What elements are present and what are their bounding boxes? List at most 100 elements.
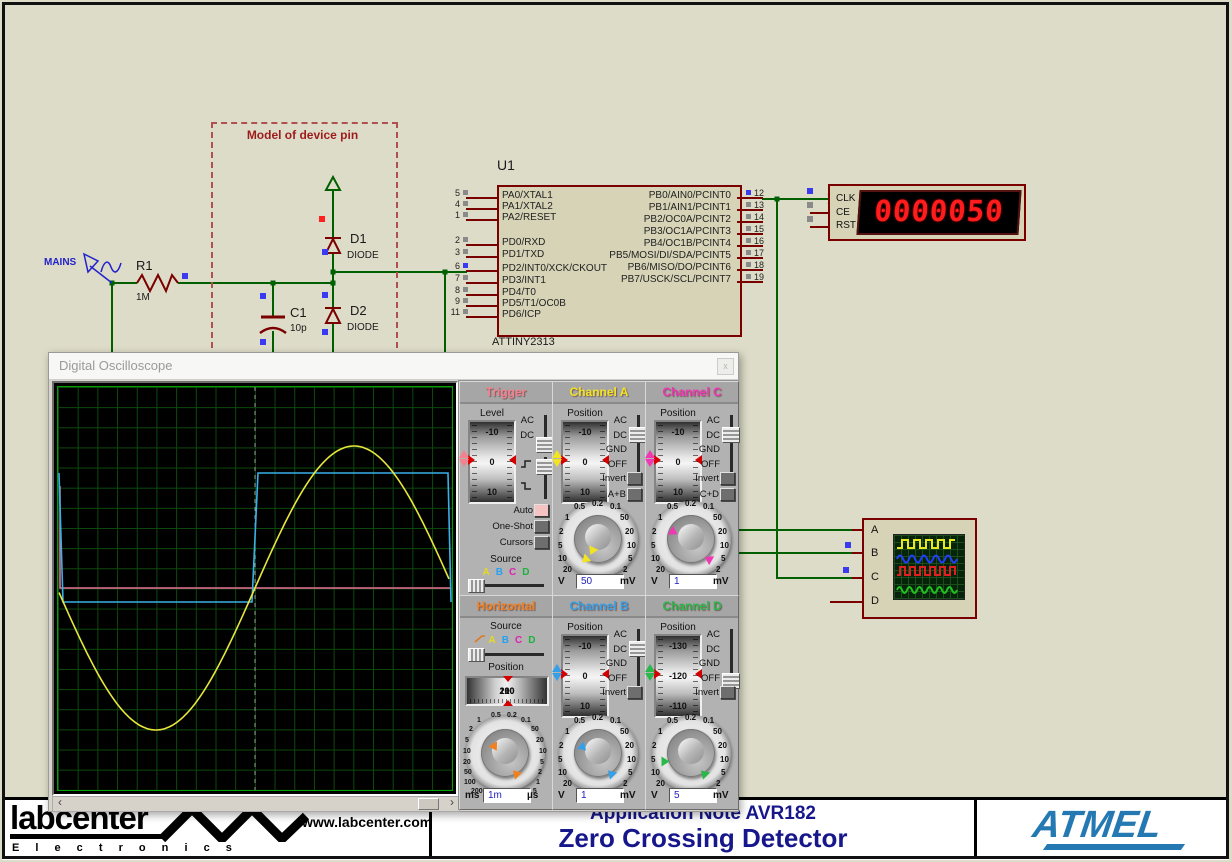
level-drag-arrows-icon[interactable] [458,444,470,473]
pin-label: PB6/MISO/DO/PCINT6 [627,262,731,273]
invert-button[interactable] [720,472,735,485]
scope-traces [58,387,452,790]
timebase-value[interactable]: 1m [483,788,531,803]
knob-icon[interactable] [667,515,715,563]
seven-segment-display[interactable]: CLK CE RST 0000050 [828,184,1026,241]
a-plus-b-button[interactable] [627,488,642,501]
pin-stub [466,270,497,272]
logic-state-indicator [463,287,468,292]
logic-state-indicator [322,292,328,298]
r1-ref[interactable]: R1 [136,258,153,273]
invert-button[interactable] [627,472,642,485]
mcu-attiny2313[interactable] [497,185,742,337]
close-icon[interactable]: x [717,358,734,375]
c1-ref[interactable]: C1 [290,305,307,320]
chip-pin[interactable]: PB5/MOSI/DI/SDA/PCINT5 17 [609,248,1037,263]
d1-value[interactable]: DIODE [347,250,379,261]
r1-value[interactable]: 1M [136,292,150,303]
position-drag-arrows-icon[interactable] [644,444,656,473]
channel-d-value[interactable]: 5 [669,788,717,803]
cursors-button[interactable] [534,536,549,549]
channel-b-value[interactable]: 1 [576,788,624,803]
invert-button[interactable] [627,686,642,699]
chip-pin[interactable]: 5 PA0/XTAL1 [440,188,740,203]
d2-value[interactable]: DIODE [347,322,379,333]
chip-pin[interactable]: 9 PD5/T1/OC0B [440,296,740,311]
channel-c-value[interactable]: 1 [669,574,717,589]
scope-screen[interactable] [57,386,453,791]
chip-pin[interactable]: PB2/OC0A/PCINT2 14 [644,212,1037,227]
window-titlebar[interactable]: Digital Oscilloscope [49,353,738,380]
knob-icon[interactable] [574,729,622,777]
logic-analyzer-component[interactable]: A B C D [862,518,977,619]
chip-pin[interactable]: PB1/AIN1/PCINT1 13 [649,200,1037,215]
pin-stub [737,257,763,259]
channel-b-coupling-slider[interactable] [629,629,647,687]
scroll-right-icon[interactable]: › [445,796,459,809]
scroll-left-icon[interactable]: ‹ [53,796,67,809]
d2-ref[interactable]: D2 [350,303,367,318]
position-drag-arrows-icon[interactable] [551,658,563,687]
auto-button[interactable] [534,504,549,517]
scrollbar-thumb[interactable] [418,798,439,810]
pin-number: 13 [754,200,765,210]
one-shot-button[interactable] [534,520,549,533]
c1-value[interactable]: 10p [290,323,307,334]
chip-pin[interactable]: PB4/OC1B/PCINT4 16 [644,236,1037,251]
channel-c-coupling-slider[interactable] [722,415,740,473]
knob-icon[interactable] [667,729,715,777]
pin-number: 8 [454,285,460,295]
u1-part[interactable]: ATTINY2313 [492,336,555,348]
position-drag-arrows-icon[interactable] [551,444,563,473]
logic-state-indicator [746,190,751,195]
pin-label: PD5/T1/OC0B [502,298,566,309]
chip-pin[interactable]: PB0/AIN0/PCINT0 12 [649,188,1037,203]
trigger-edge-slider[interactable] [536,457,554,499]
labcenter-url[interactable]: www.labcenter.com [302,814,433,830]
c-plus-d-button[interactable] [720,488,735,501]
chip-pin[interactable]: 4 PA1/XTAL2 [440,199,740,214]
position-drag-arrows-icon[interactable] [644,658,656,687]
chip-pin[interactable]: PB6/MISO/DO/PCINT6 18 [628,260,1037,275]
chip-pin[interactable]: 1 PA2/RESET [440,210,740,225]
chip-pin[interactable]: 11 PD6/ICP [440,307,740,322]
chip-pin[interactable]: 2 PD0/RXD [440,235,740,250]
u1-ref[interactable]: U1 [497,157,515,173]
chip-pin[interactable]: 7 PD3/INT1 [440,273,740,288]
sheet-border [2,2,5,859]
chip-pin[interactable]: 6 PD2/INT0/XCK/CKOUT [440,261,740,276]
d1-ref[interactable]: D1 [350,231,367,246]
horizontal-source-slider[interactable] [468,648,544,662]
scope-scrollbar[interactable]: ‹ › [52,796,460,812]
knob-icon[interactable] [481,729,529,777]
logic-state-indicator [807,188,813,194]
trigger-coupling-slider[interactable] [536,415,554,453]
channel-b-header: Channel B [553,596,645,618]
knob-icon[interactable] [574,515,622,563]
channel-d-coupling-slider[interactable] [722,629,740,689]
channel-a-value[interactable]: 50 [576,574,624,589]
channel-d-position-gauge[interactable]: -130-120-110 [654,634,702,718]
chip-pin[interactable]: 3 PD1/TXD [440,247,740,262]
pin-label: PA1/XTAL2 [502,201,553,212]
chip-pin[interactable]: PB7/USCK/SCL/PCINT7 19 [621,272,1037,287]
chip-pin[interactable]: PB3/OC1A/PCINT3 15 [644,224,1037,239]
chip-pin[interactable]: 8 PD4/T0 [440,285,740,300]
trigger-source-slider[interactable] [468,579,544,593]
invert-button[interactable] [720,686,735,699]
channel-a-coupling-slider[interactable] [629,415,647,473]
